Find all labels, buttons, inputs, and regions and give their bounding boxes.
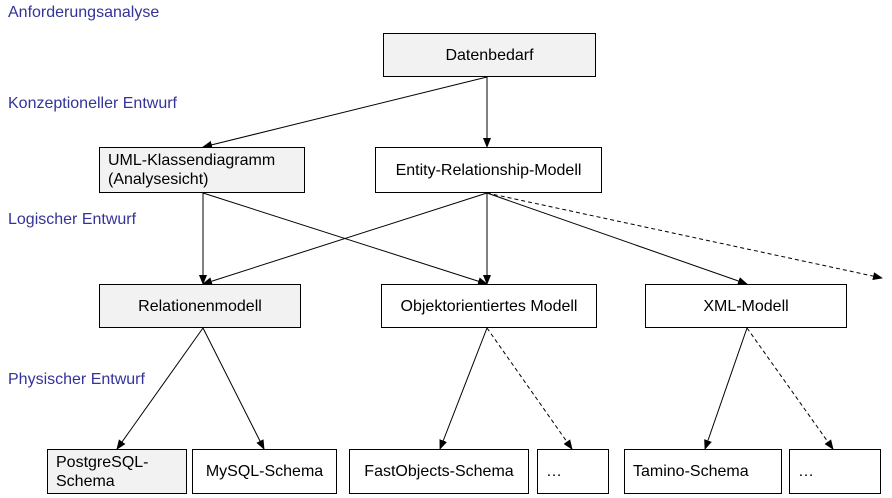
edge-er-relational <box>202 192 488 286</box>
edge-datenbedarf-uml <box>202 76 488 149</box>
phase-label-logischer-entwurf: Logischer Entwurf <box>8 211 137 228</box>
phase-label-anforderungsanalyse: Anforderungsanalyse <box>8 4 160 21</box>
phase-label-konzeptioneller-entwurf: Konzeptioneller Entwurf <box>8 95 177 112</box>
node-objektorientiertes-modell: Objektorientiertes Modell <box>381 284 597 328</box>
node-entity-relationship-modell: Entity-Relationship-Modell <box>375 147 602 193</box>
node-mysql-schema: MySQL-Schema <box>192 449 337 494</box>
node-xml-modell: XML-Modell <box>645 284 847 328</box>
node-datenbedarf: Datenbedarf <box>383 33 596 77</box>
edge-xml-tamino <box>704 327 748 450</box>
edge-oo-fastobjects <box>439 327 488 450</box>
node-uml-klassendiagramm: UML-Klassendiagramm (Analysesicht) <box>99 147 305 193</box>
node-xml-more: … <box>789 449 881 494</box>
phase-label-physischer-entwurf: Physischer Entwurf <box>8 371 145 388</box>
edge-xml-more-dashed <box>746 327 834 450</box>
node-oo-more: … <box>537 449 609 494</box>
edge-er-xml <box>486 192 748 285</box>
edge-relational-postgres <box>116 327 204 450</box>
edge-er-more-dashed <box>486 192 883 281</box>
node-relationenmodell: Relationenmodell <box>99 284 301 328</box>
node-postgresql-schema: PostgreSQL-Schema <box>47 449 187 494</box>
node-tamino-schema: Tamino-Schema <box>624 449 782 494</box>
node-fastobjects-schema: FastObjects-Schema <box>349 449 529 494</box>
edge-relational-mysql <box>202 327 265 450</box>
edge-oo-more-dashed <box>486 327 573 450</box>
